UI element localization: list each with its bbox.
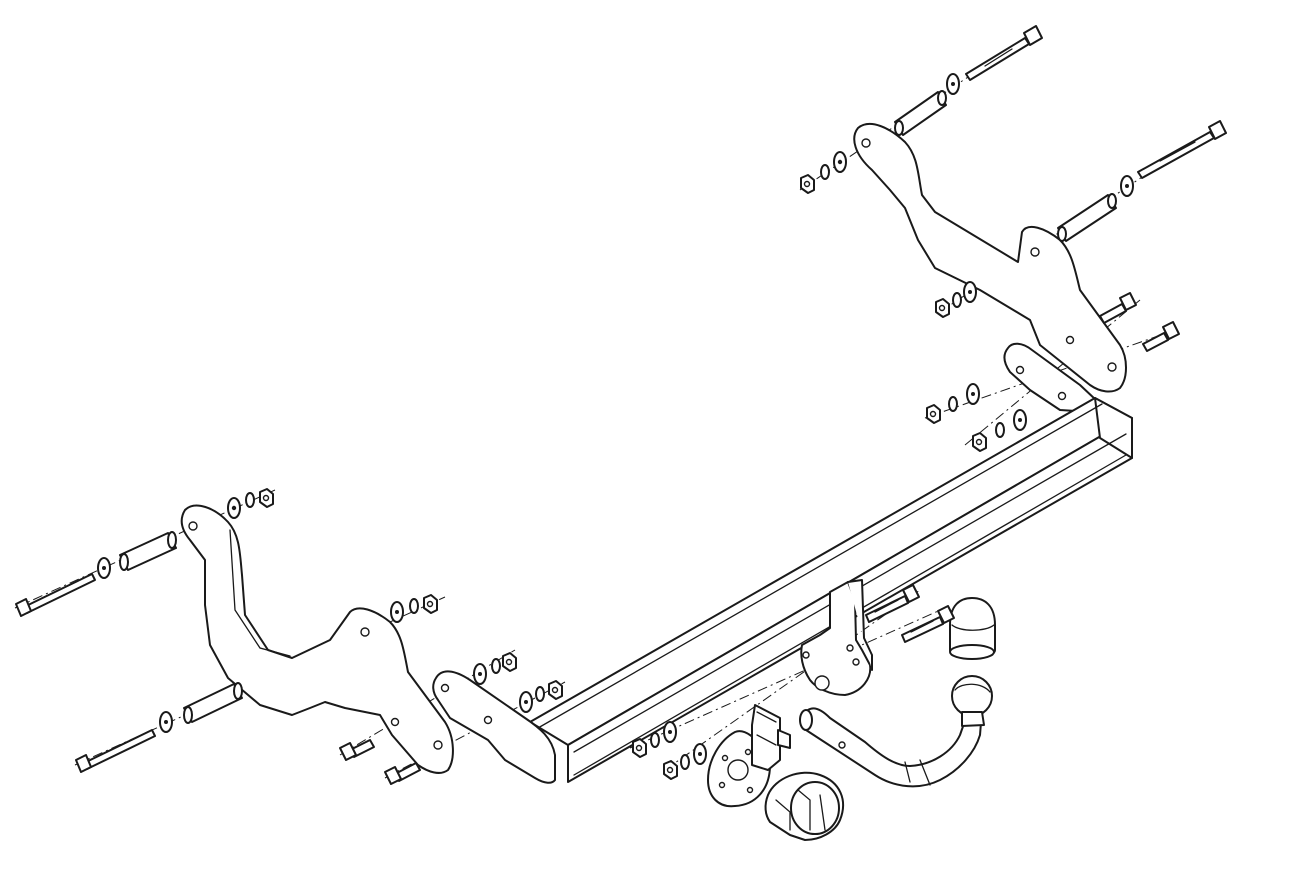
nut [632,738,647,758]
washer [663,721,677,743]
short-bolt [1142,321,1180,352]
left-side-plate [432,670,556,784]
washer [390,601,404,623]
nut [800,174,815,194]
washer [693,743,707,765]
center-lug [800,579,873,696]
washer [650,732,660,748]
washer [227,497,241,519]
washer [97,557,111,579]
socket-plate [707,704,791,808]
short-bolt [865,584,920,623]
washer [833,151,847,173]
short-bolt [1099,292,1137,324]
right-bracket [853,123,1127,393]
assembly-axes [14,31,1221,779]
washer [245,492,255,508]
spacer-tube [119,531,177,571]
washer [820,164,830,180]
nut [972,432,987,452]
short-bolt [384,762,421,785]
nut [935,298,950,318]
nut [259,488,274,508]
tow-neck [799,707,983,788]
spacer-tube [894,90,947,136]
washer [948,396,958,412]
washer [491,658,501,674]
long-bolt [75,729,156,773]
ball-cap [949,597,996,660]
nut [926,404,941,424]
nut [502,652,517,672]
left-bracket [180,504,454,774]
washer [963,281,977,303]
long-bolt [1137,120,1227,179]
short-bolt [901,605,955,643]
nut [548,680,563,700]
washer [473,663,487,685]
washer [409,598,419,614]
nut [663,760,678,780]
washer [519,691,533,713]
washer [1120,175,1134,197]
washer [952,292,962,308]
washer [159,711,173,733]
electrical-socket [764,771,845,841]
washer [680,754,690,770]
washer [946,73,960,95]
spacer-tube [1057,193,1117,242]
washer [966,383,980,405]
washer [1013,409,1027,431]
long-bolt [965,25,1043,81]
tow-ball [951,675,993,727]
spacer-tube [183,682,243,724]
long-bolt [15,573,96,617]
short-bolt [339,739,375,761]
nut [423,594,438,614]
washer [995,422,1005,438]
washer [535,686,545,702]
